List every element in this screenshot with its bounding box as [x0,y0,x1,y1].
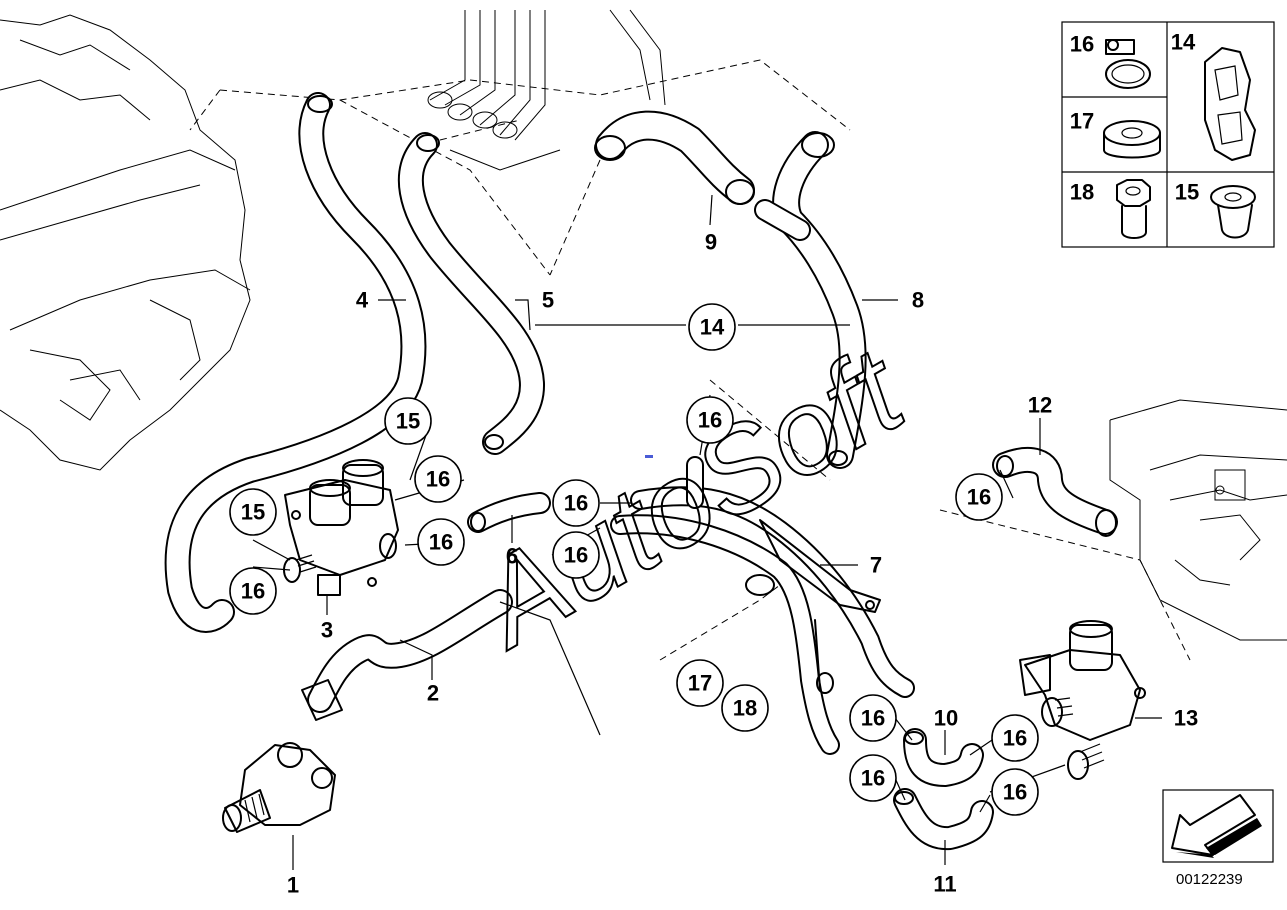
hose-11 [893,788,994,851]
hose-5 [397,132,545,455]
legend-label-17: 17 [1070,109,1094,134]
heater-block-sketch [1109,399,1287,641]
svg-text:16: 16 [241,579,265,604]
engine-block-sketch [0,14,251,471]
label-2: 2 [427,681,439,706]
valve-3 [283,459,399,596]
callout-16: 16 [686,396,734,444]
label-8: 8 [912,288,924,313]
blue-marker [645,455,653,458]
part-labels: 1 2 3 4 5 6 7 8 9 10 11 12 13 [287,230,1198,898]
nut-icon [1116,179,1151,239]
svg-text:18: 18 [733,696,757,721]
callout-16: 16 [991,714,1039,762]
label-5: 5 [542,288,554,313]
callout-15: 15 [229,488,277,536]
label-11: 11 [933,872,956,897]
svg-text:15: 15 [241,500,265,525]
svg-text:16: 16 [1003,726,1027,751]
label-4: 4 [356,288,369,313]
hose-12 [992,447,1118,537]
callout-16: 16 [552,479,600,527]
callout-16: 16 [849,754,897,802]
callout-17: 17 [676,659,724,707]
callout-16: 16 [955,473,1003,521]
callouts: 14 15 15 16 16 16 16 16 16 16 16 16 16 1… [229,303,1039,816]
svg-text:16: 16 [564,543,588,568]
label-9: 9 [705,230,717,255]
legend-label-18: 18 [1070,180,1094,205]
hose-clamp-icon [1105,39,1151,89]
legend-label-15: 15 [1175,180,1199,205]
svg-text:16: 16 [967,485,991,510]
legend-label-14: 14 [1171,30,1196,55]
hose-9 [594,110,755,205]
document-number: 00122239 [1176,871,1243,888]
svg-text:16: 16 [426,467,450,492]
top-pipes-sketch [427,9,666,171]
bushing-icon [1210,185,1256,239]
callout-16: 16 [991,768,1039,816]
callout-14: 14 [688,303,736,351]
svg-text:16: 16 [861,766,885,791]
label-3: 3 [321,618,333,643]
label-13: 13 [1174,706,1198,731]
legend-box: 16 14 17 18 15 [1061,21,1275,248]
svg-text:16: 16 [429,530,453,555]
label-10: 10 [934,706,958,731]
hose-8 [754,131,867,469]
callout-16: 16 [552,531,600,579]
water-pump-1 [222,742,336,833]
hose-2 [301,589,513,721]
svg-text:16: 16 [861,706,885,731]
svg-text:15: 15 [396,409,420,434]
callout-16: 16 [229,567,277,615]
callout-16: 16 [849,694,897,742]
label-1: 1 [287,873,299,898]
callout-16: 16 [414,455,462,503]
svg-text:17: 17 [688,671,712,696]
label-12: 12 [1028,393,1052,418]
hose-7 [610,456,915,755]
callout-16: 16 [417,518,465,566]
svg-text:16: 16 [698,408,722,433]
svg-text:16: 16 [1003,780,1027,805]
pipe-bracket-icon [1204,47,1256,161]
callout-18: 18 [721,684,769,732]
callout-15: 15 [384,397,432,445]
svg-text:14: 14 [700,315,725,340]
valve-13 [1019,620,1146,780]
grommet-icon [1103,120,1161,159]
hose-10 [903,728,984,787]
label-6: 6 [506,544,518,569]
legend-label-16: 16 [1070,32,1094,57]
direction-arrow-box [1162,789,1274,863]
label-7: 7 [870,553,882,578]
hose-6 [467,492,551,533]
svg-text:16: 16 [564,491,588,516]
hose-4 [164,92,427,633]
